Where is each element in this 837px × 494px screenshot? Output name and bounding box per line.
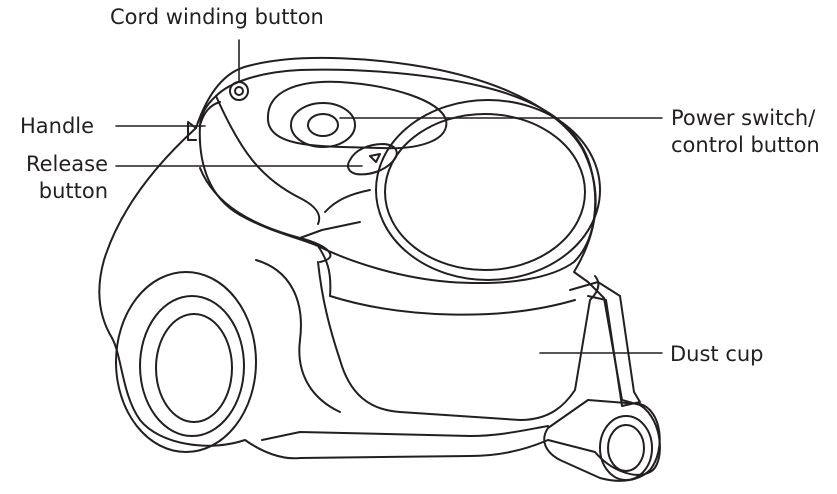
vacuum-body-outline (98, 56, 661, 476)
front-rim (199, 167, 332, 297)
dust-cup-label-text: Dust cup (670, 342, 764, 366)
release-label-line-2: button (38, 179, 108, 203)
top-cover (198, 68, 597, 285)
dust-cup-lid-outer (375, 99, 601, 281)
handle-label: Handle (20, 113, 94, 140)
release-label-line-1: Release (25, 152, 108, 176)
lower-body-line (255, 259, 549, 441)
side-wheel-outer (115, 271, 257, 453)
upper-seam (215, 95, 321, 225)
side-wheel-hub (155, 313, 233, 423)
dust-cup-label: Dust cup (670, 341, 764, 368)
release-arrow-icon (369, 153, 381, 163)
power-switch-outer (290, 102, 356, 148)
power-switch-label: Power switch/ control button (671, 105, 820, 159)
side-wheel-rim (139, 295, 245, 437)
seam-band (299, 189, 371, 239)
cord-winding-button-inner (234, 86, 244, 96)
dust-cup-body (317, 261, 600, 421)
power-switch-inner (307, 113, 339, 137)
front-nozzle-inner (607, 424, 645, 472)
handle-label-text: Handle (20, 114, 95, 138)
dust-cup-lid-inner (384, 113, 586, 271)
cord-winding-button (229, 81, 249, 101)
power-label-line-1: Power switch/ (671, 106, 816, 130)
release-button-label: Release button (26, 151, 108, 205)
handle (187, 101, 221, 141)
front-nozzle-outer (599, 415, 653, 481)
dust-cup-front (329, 295, 576, 316)
dust-cup-handle (569, 281, 641, 407)
cord-winding-label: Cord winding button (110, 4, 324, 31)
power-label-line-2: control button (671, 133, 820, 157)
cord-winding-label-text: Cord winding button (110, 5, 324, 29)
